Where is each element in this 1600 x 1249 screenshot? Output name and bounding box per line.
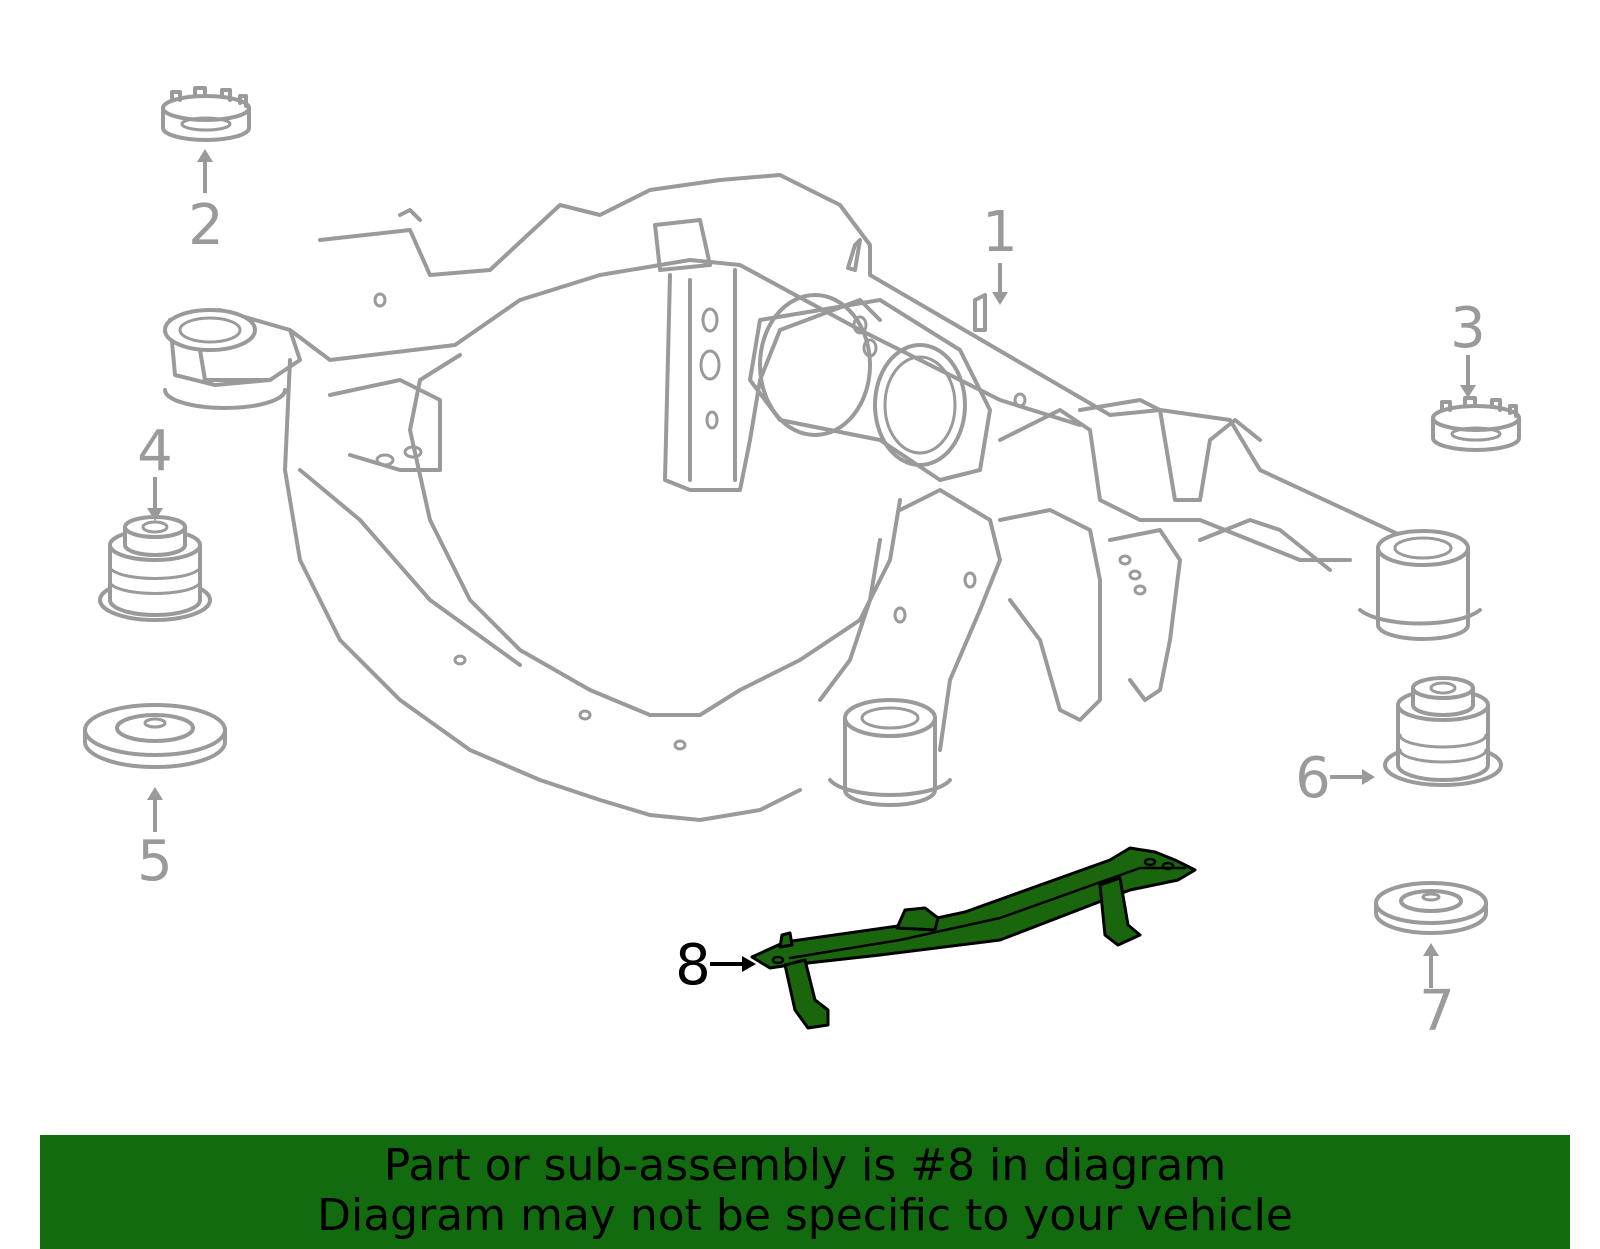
callout-number-3: 3	[1450, 296, 1486, 361]
callout-number-1: 1	[982, 200, 1018, 265]
washer-part-7	[1374, 881, 1488, 935]
subframe-assembly	[163, 173, 1482, 822]
banner-line-2: Diagram may not be specific to your vehi…	[317, 1190, 1293, 1241]
crossmember-part-8	[750, 846, 1197, 1030]
washer-part-5	[83, 703, 227, 769]
callout-number-8: 8	[675, 933, 711, 998]
callout-number-2: 2	[188, 193, 224, 258]
callout-2: 2	[188, 149, 224, 258]
callout-number-4: 4	[137, 419, 173, 484]
cap-nut-part-2	[161, 86, 251, 142]
callout-number-7: 7	[1419, 979, 1455, 1044]
callout-6: 6	[1295, 746, 1375, 811]
callout-8: 8	[675, 933, 756, 998]
callout-7: 7	[1419, 943, 1455, 1044]
info-banner: Part or sub-assembly is #8 in diagram Di…	[40, 1135, 1570, 1249]
cap-nut-part-3	[1431, 396, 1521, 452]
callout-4: 4	[137, 419, 173, 521]
callout-1: 1	[982, 200, 1018, 305]
callout-number-6: 6	[1295, 746, 1331, 811]
bushing-part-4	[98, 515, 212, 622]
banner-line-1: Part or sub-assembly is #8 in diagram	[383, 1140, 1227, 1191]
callout-5: 5	[137, 787, 173, 894]
callout-number-5: 5	[137, 829, 173, 894]
callout-3: 3	[1450, 296, 1486, 398]
bushing-part-6	[1383, 676, 1503, 787]
